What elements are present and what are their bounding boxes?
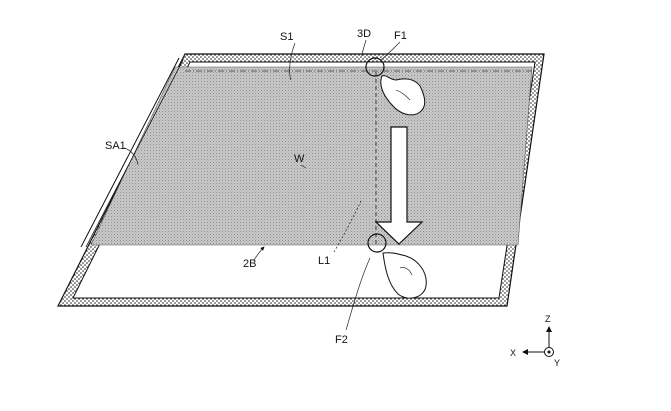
- label-sa1: SA1: [105, 140, 126, 152]
- axis-label-y: Y: [554, 358, 560, 368]
- leader-2b: [253, 246, 265, 261]
- axis-label-z: Z: [545, 314, 551, 324]
- shaded-region-w: [90, 66, 533, 246]
- side-edge-sa1-inner: [85, 59, 184, 248]
- label-s1: S1: [280, 31, 293, 43]
- leader-f1: [380, 41, 401, 61]
- leader-sa1: [123, 147, 139, 166]
- finger-top-icon: [380, 75, 426, 116]
- label-l1: L1: [318, 255, 330, 267]
- contact-point-f2: [367, 233, 387, 253]
- axis-label-x: X: [510, 348, 516, 358]
- label-3d: 3D: [357, 28, 371, 40]
- label-2b: 2B: [243, 258, 256, 270]
- downward-arrow-icon: [374, 126, 424, 245]
- contact-point-f1: [365, 57, 385, 77]
- finger-bottom-icon: [382, 252, 427, 299]
- label-w: W: [294, 153, 305, 165]
- leader-l1: [333, 198, 363, 253]
- leader-s1: [289, 42, 296, 81]
- leader-3d: [361, 39, 367, 57]
- label-f2: F2: [335, 334, 348, 346]
- leader-f2: [345, 257, 371, 331]
- axis-indicator: Z X Y: [510, 314, 560, 368]
- side-edge-sa1: [80, 57, 180, 248]
- label-f1: F1: [394, 30, 407, 42]
- leader-w: [300, 164, 307, 169]
